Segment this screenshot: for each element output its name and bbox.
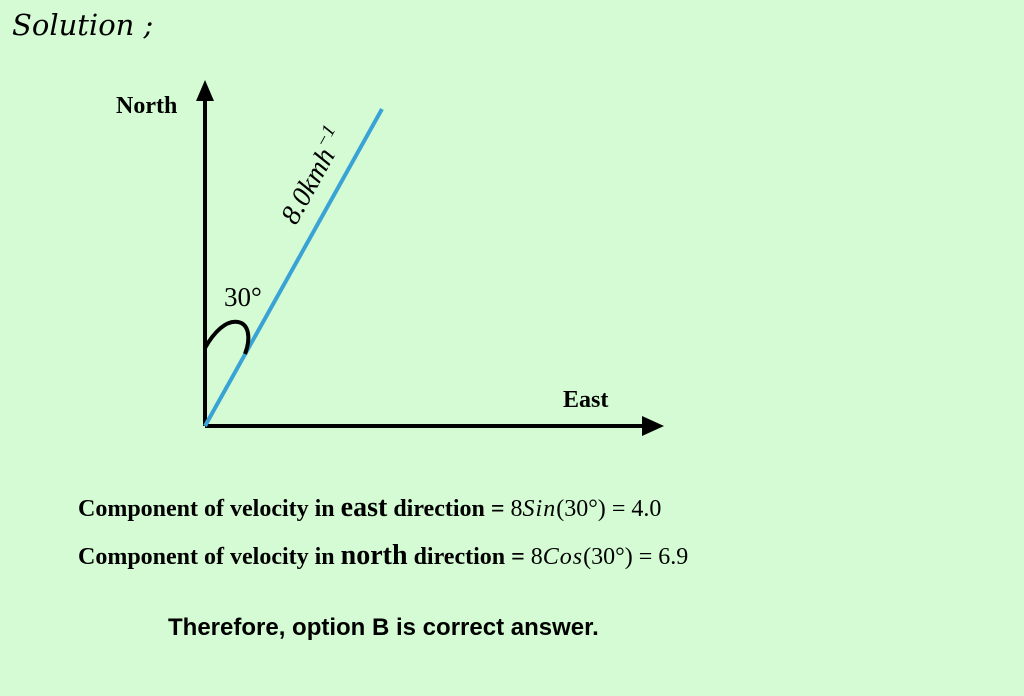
- direction-keyword: north: [340, 540, 408, 571]
- conclusion-text: Therefore, option B is correct answer.: [168, 614, 599, 641]
- equation-prefix: Component of velocity in: [78, 496, 335, 522]
- equation-suffix: direction =: [413, 544, 525, 570]
- equation-prefix: Component of velocity in: [78, 544, 335, 570]
- trig-function: Sin: [522, 496, 557, 522]
- equation-result: = 4.0: [611, 496, 662, 522]
- equation-result: = 6.9: [638, 544, 689, 570]
- east-component-equation: Component of velocity in east direction …: [78, 492, 661, 524]
- velocity-diagram: North East 30° 8.0kmh−1: [116, 80, 664, 436]
- north-component-equation: Component of velocity in north direction…: [78, 540, 688, 572]
- velocity-vector: [203, 108, 384, 427]
- function-argument: (30°): [583, 544, 633, 570]
- solution-heading: Solution ;: [12, 8, 154, 42]
- coefficient: 8: [510, 496, 523, 522]
- function-argument: (30°): [556, 496, 606, 522]
- east-label: East: [563, 387, 608, 413]
- east-arrowhead: [642, 416, 664, 436]
- angle-arc: [203, 319, 251, 355]
- north-arrowhead: [196, 80, 214, 101]
- speed-value: 8.0kmh: [275, 143, 342, 229]
- equation-suffix: direction =: [393, 496, 505, 522]
- angle-label: 30°: [224, 282, 262, 312]
- direction-keyword: east: [340, 492, 388, 523]
- speed-label: 8.0kmh−1: [272, 121, 353, 229]
- coefficient: 8: [530, 544, 543, 570]
- trig-function: Cos: [542, 544, 584, 570]
- north-label: North: [116, 93, 177, 119]
